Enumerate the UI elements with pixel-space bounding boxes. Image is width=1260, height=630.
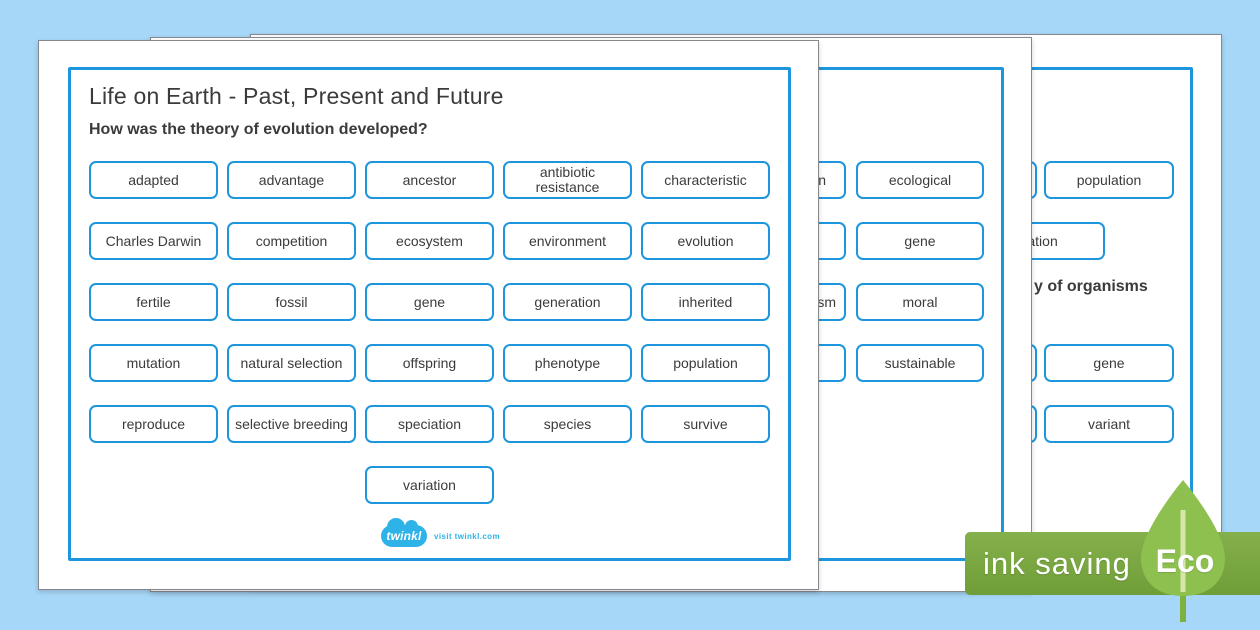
word-card: offspring (365, 344, 494, 382)
word-row: reproduce selective breeding speciation … (89, 405, 770, 443)
word-card: survive (641, 405, 770, 443)
word-card: phenotype (503, 344, 632, 382)
word-card: mutation (89, 344, 218, 382)
word-grid: adapted advantage ancestor antibiotic re… (89, 161, 770, 527)
twinkl-logo: twinkl visit twinkl.com (381, 518, 500, 547)
word-card: inherited (641, 283, 770, 321)
page-front-frame (68, 67, 791, 561)
word-card: speciation (365, 405, 494, 443)
word-card: moral (856, 283, 984, 321)
ink-saving-label: ink saving (983, 546, 1131, 581)
word-card: gene (365, 283, 494, 321)
eco-label: Eco (1155, 543, 1215, 579)
page-front: Life on Earth - Past, Present and Future… (38, 40, 819, 590)
twinkl-logo-text: twinkl (386, 529, 422, 543)
word-card: environment (503, 222, 632, 260)
word-card: antibiotic resistance (503, 161, 632, 199)
word-row: fertile fossil gene generation inherited (89, 283, 770, 321)
twinkl-tagline: visit twinkl.com (434, 531, 500, 541)
word-card: ecosystem (365, 222, 494, 260)
twinkl-cloud-icon: twinkl (381, 518, 427, 547)
word-card: generation (503, 283, 632, 321)
word-card: fertile (89, 283, 218, 321)
page-question: How was the theory of evolution develope… (89, 121, 428, 138)
word-card: natural selection (227, 344, 356, 382)
word-card: ecological (856, 161, 984, 199)
word-card: Charles Darwin (89, 222, 218, 260)
word-row: variation (89, 466, 770, 504)
word-card: fossil (227, 283, 356, 321)
word-row: adapted advantage ancestor antibiotic re… (89, 161, 770, 199)
word-card: gene (1044, 344, 1174, 382)
word-card: ancestor (365, 161, 494, 199)
page-back-question-fragment: y of organisms (1034, 278, 1148, 295)
eco-leaf-icon (1141, 480, 1225, 622)
page-title: Life on Earth - Past, Present and Future (89, 83, 504, 109)
word-row: Charles Darwin competition ecosystem env… (89, 222, 770, 260)
word-card: population (1044, 161, 1174, 199)
word-card: gene (856, 222, 984, 260)
word-card: characteristic (641, 161, 770, 199)
word-card: variant (1044, 405, 1174, 443)
word-card: variation (365, 466, 494, 504)
word-row: mutation natural selection offspring phe… (89, 344, 770, 382)
word-card: reproduce (89, 405, 218, 443)
word-card: population (641, 344, 770, 382)
word-card: adapted (89, 161, 218, 199)
word-card: species (503, 405, 632, 443)
word-card: selective breeding (227, 405, 356, 443)
word-card: advantage (227, 161, 356, 199)
word-card: competition (227, 222, 356, 260)
word-card: sustainable (856, 344, 984, 382)
word-card: evolution (641, 222, 770, 260)
